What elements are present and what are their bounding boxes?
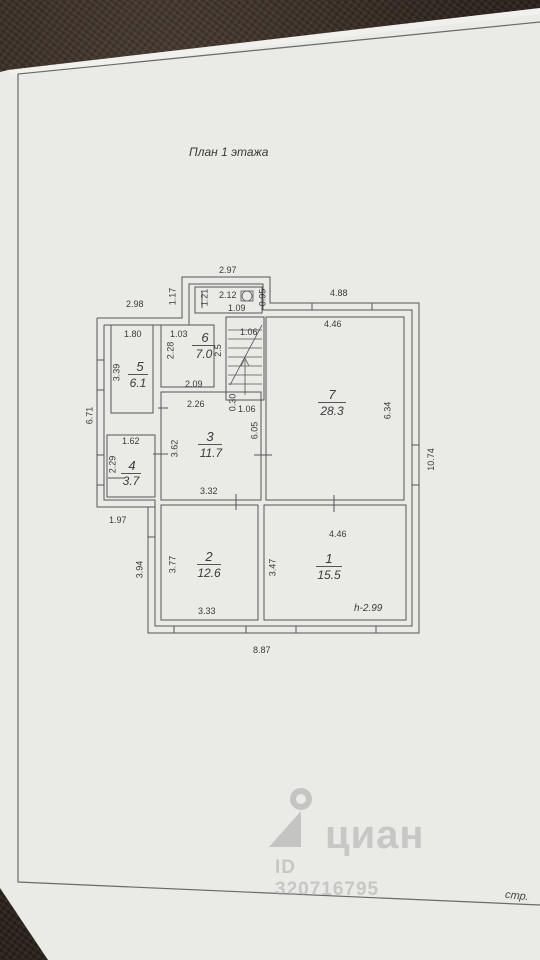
dim-r2-width: 3.33 bbox=[198, 606, 216, 616]
dim-r3-width: 3.32 bbox=[200, 486, 218, 496]
dim-r3-height: 3.62 bbox=[169, 439, 180, 458]
dim-r2-height: 3.77 bbox=[167, 555, 178, 574]
dim-top-mid: 2.97 bbox=[219, 265, 237, 275]
plan-title: План 1 этажа bbox=[189, 145, 269, 159]
dim-lower-left-width: 1.97 bbox=[109, 515, 127, 525]
dim-stair-width: 1.06 bbox=[240, 327, 258, 337]
room-2-fraction bbox=[197, 564, 221, 565]
dim-overall-height: 10.74 bbox=[425, 448, 436, 471]
dim-top-right: 4.88 bbox=[330, 288, 348, 298]
room-6-number: 6 bbox=[201, 330, 209, 345]
room-1-area: 15.5 bbox=[317, 568, 341, 582]
sheet-frame bbox=[17, 21, 540, 906]
dim-left-height: 6.71 bbox=[84, 406, 95, 425]
room-7-area: 28.3 bbox=[320, 404, 344, 418]
dim-r5-height: 3.39 bbox=[111, 363, 122, 382]
dim-overall-width: 8.87 bbox=[253, 645, 271, 655]
paper bbox=[0, 8, 540, 960]
room-4-number: 4 bbox=[128, 458, 136, 473]
dim-r4-width: 1.62 bbox=[122, 436, 140, 446]
room-1-number: 1 bbox=[325, 551, 333, 566]
dim-wc-width: 2.12 bbox=[219, 290, 237, 300]
dim-r3-height2: 6.05 bbox=[249, 421, 260, 440]
room-6-area: 7.0 bbox=[195, 347, 213, 361]
dim-r1-height: 3.47 bbox=[267, 558, 278, 577]
dim-r4-height: 2.29 bbox=[107, 455, 118, 474]
dim-r7-height: 6.34 bbox=[382, 401, 393, 420]
room-3-fraction bbox=[198, 444, 222, 445]
room-2-number: 2 bbox=[205, 549, 213, 564]
ceiling-height: h-2.99 bbox=[354, 603, 383, 614]
listing-id: ID 320716795 bbox=[275, 857, 380, 900]
room-4-fraction bbox=[121, 473, 141, 474]
dim-lower-left-height: 3.94 bbox=[134, 560, 145, 579]
dim-r5-width: 1.80 bbox=[124, 329, 142, 339]
dim-r3-top: 2.26 bbox=[187, 399, 205, 409]
room-5-number: 5 bbox=[136, 359, 144, 374]
room-2-area: 12.6 bbox=[197, 566, 221, 580]
dim-r6-width: 1.03 bbox=[170, 329, 188, 339]
dim-r6-bottom: 2.09 bbox=[185, 379, 203, 389]
dim-wc-width2: 1.09 bbox=[228, 303, 246, 313]
dim-bay-depth: 1.17 bbox=[167, 287, 178, 306]
watermark-brand: циан bbox=[325, 813, 425, 857]
dim-r6-height: 2.28 bbox=[165, 341, 176, 360]
cian-logo-icon bbox=[269, 788, 312, 847]
room-1-fraction bbox=[316, 566, 342, 567]
room-5-fraction bbox=[128, 374, 148, 375]
room-3-area: 11.7 bbox=[199, 446, 223, 460]
dim-top-left: 2.98 bbox=[126, 299, 144, 309]
dim-stair-width2: 1.06 bbox=[238, 404, 256, 414]
room-7-fraction bbox=[318, 402, 346, 403]
dim-wc-height: 1.21 bbox=[199, 288, 210, 307]
room-4-area: 3.7 bbox=[122, 474, 140, 488]
dim-wc-height2: 0.95 bbox=[257, 288, 268, 307]
dim-r7-width: 4.46 bbox=[324, 319, 342, 329]
room-7-number: 7 bbox=[328, 387, 336, 402]
dim-stair-height: 0.30 bbox=[227, 393, 238, 412]
room-6-fraction bbox=[192, 345, 214, 346]
room-5-area: 6.1 bbox=[129, 376, 147, 390]
page-label: стр. bbox=[504, 888, 530, 904]
room-3-number: 3 bbox=[206, 429, 214, 444]
dim-r1-width: 4.46 bbox=[329, 529, 347, 539]
